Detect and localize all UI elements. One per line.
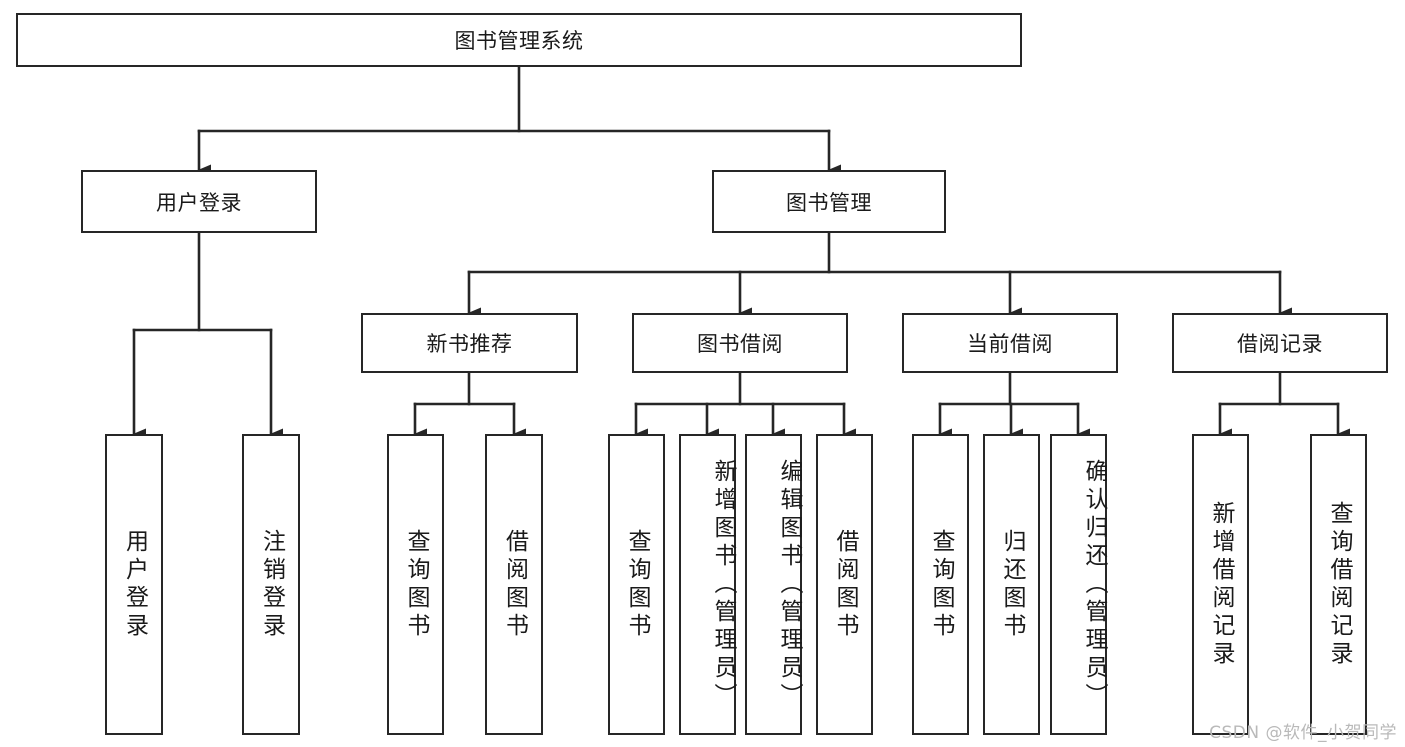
- node-leaf-add-record-label: 新增借阅记录: [1208, 500, 1234, 669]
- node-book-manage-label: 图书管理: [786, 190, 872, 215]
- node-leaf-query-record[interactable]: 查询借阅记录: [1310, 434, 1367, 735]
- node-book-borrow[interactable]: 图书借阅: [632, 313, 848, 373]
- node-leaf-add-book[interactable]: 新增图书（管理员）: [679, 434, 736, 735]
- csdn-watermark: CSDN @软件_小贺同学: [1209, 723, 1397, 743]
- node-book-borrow-label: 图书借阅: [697, 332, 783, 356]
- node-new-book-rec[interactable]: 新书推荐: [361, 313, 578, 373]
- node-leaf-logout-label: 注销登录: [258, 528, 285, 641]
- node-user-login[interactable]: 用户登录: [81, 170, 317, 233]
- node-new-book-rec-label: 新书推荐: [426, 332, 513, 356]
- node-leaf-query-book-3[interactable]: 查询图书: [912, 434, 969, 735]
- node-leaf-borrow-book-2[interactable]: 借阅图书: [816, 434, 873, 735]
- node-root[interactable]: 图书管理系统: [16, 13, 1022, 67]
- node-leaf-query-book-2[interactable]: 查询图书: [608, 434, 665, 735]
- node-leaf-user-login-label: 用户登录: [121, 528, 148, 641]
- node-leaf-add-record[interactable]: 新增借阅记录: [1192, 434, 1249, 735]
- node-leaf-borrow-book-2-label: 借阅图书: [832, 528, 858, 641]
- node-leaf-edit-book-label: 编辑图书（管理员）: [776, 458, 802, 711]
- node-leaf-borrow-book-1[interactable]: 借阅图书: [485, 434, 543, 735]
- node-current-borrow-label: 当前借阅: [967, 332, 1053, 356]
- node-leaf-query-book-3-label: 查询图书: [928, 528, 954, 641]
- node-user-login-label: 用户登录: [156, 190, 242, 215]
- node-leaf-add-book-label: 新增图书（管理员）: [710, 458, 736, 711]
- node-leaf-confirm-return-label: 确认归还（管理员）: [1081, 458, 1107, 711]
- node-leaf-borrow-book-1-label: 借阅图书: [501, 528, 528, 641]
- node-leaf-query-book-1[interactable]: 查询图书: [387, 434, 444, 735]
- node-leaf-query-book-2-label: 查询图书: [624, 528, 650, 641]
- node-leaf-return-book-label: 归还图书: [999, 528, 1025, 641]
- node-leaf-query-record-label: 查询借阅记录: [1326, 500, 1352, 669]
- node-leaf-logout[interactable]: 注销登录: [242, 434, 300, 735]
- node-leaf-query-book-1-label: 查询图书: [403, 528, 429, 641]
- node-leaf-edit-book[interactable]: 编辑图书（管理员）: [745, 434, 802, 735]
- node-current-borrow[interactable]: 当前借阅: [902, 313, 1118, 373]
- node-leaf-return-book[interactable]: 归还图书: [983, 434, 1040, 735]
- node-root-label: 图书管理系统: [454, 29, 584, 53]
- node-leaf-confirm-return[interactable]: 确认归还（管理员）: [1050, 434, 1107, 735]
- node-leaf-user-login[interactable]: 用户登录: [105, 434, 163, 735]
- node-borrow-record[interactable]: 借阅记录: [1172, 313, 1388, 373]
- node-book-manage[interactable]: 图书管理: [712, 170, 946, 233]
- node-borrow-record-label: 借阅记录: [1237, 332, 1323, 356]
